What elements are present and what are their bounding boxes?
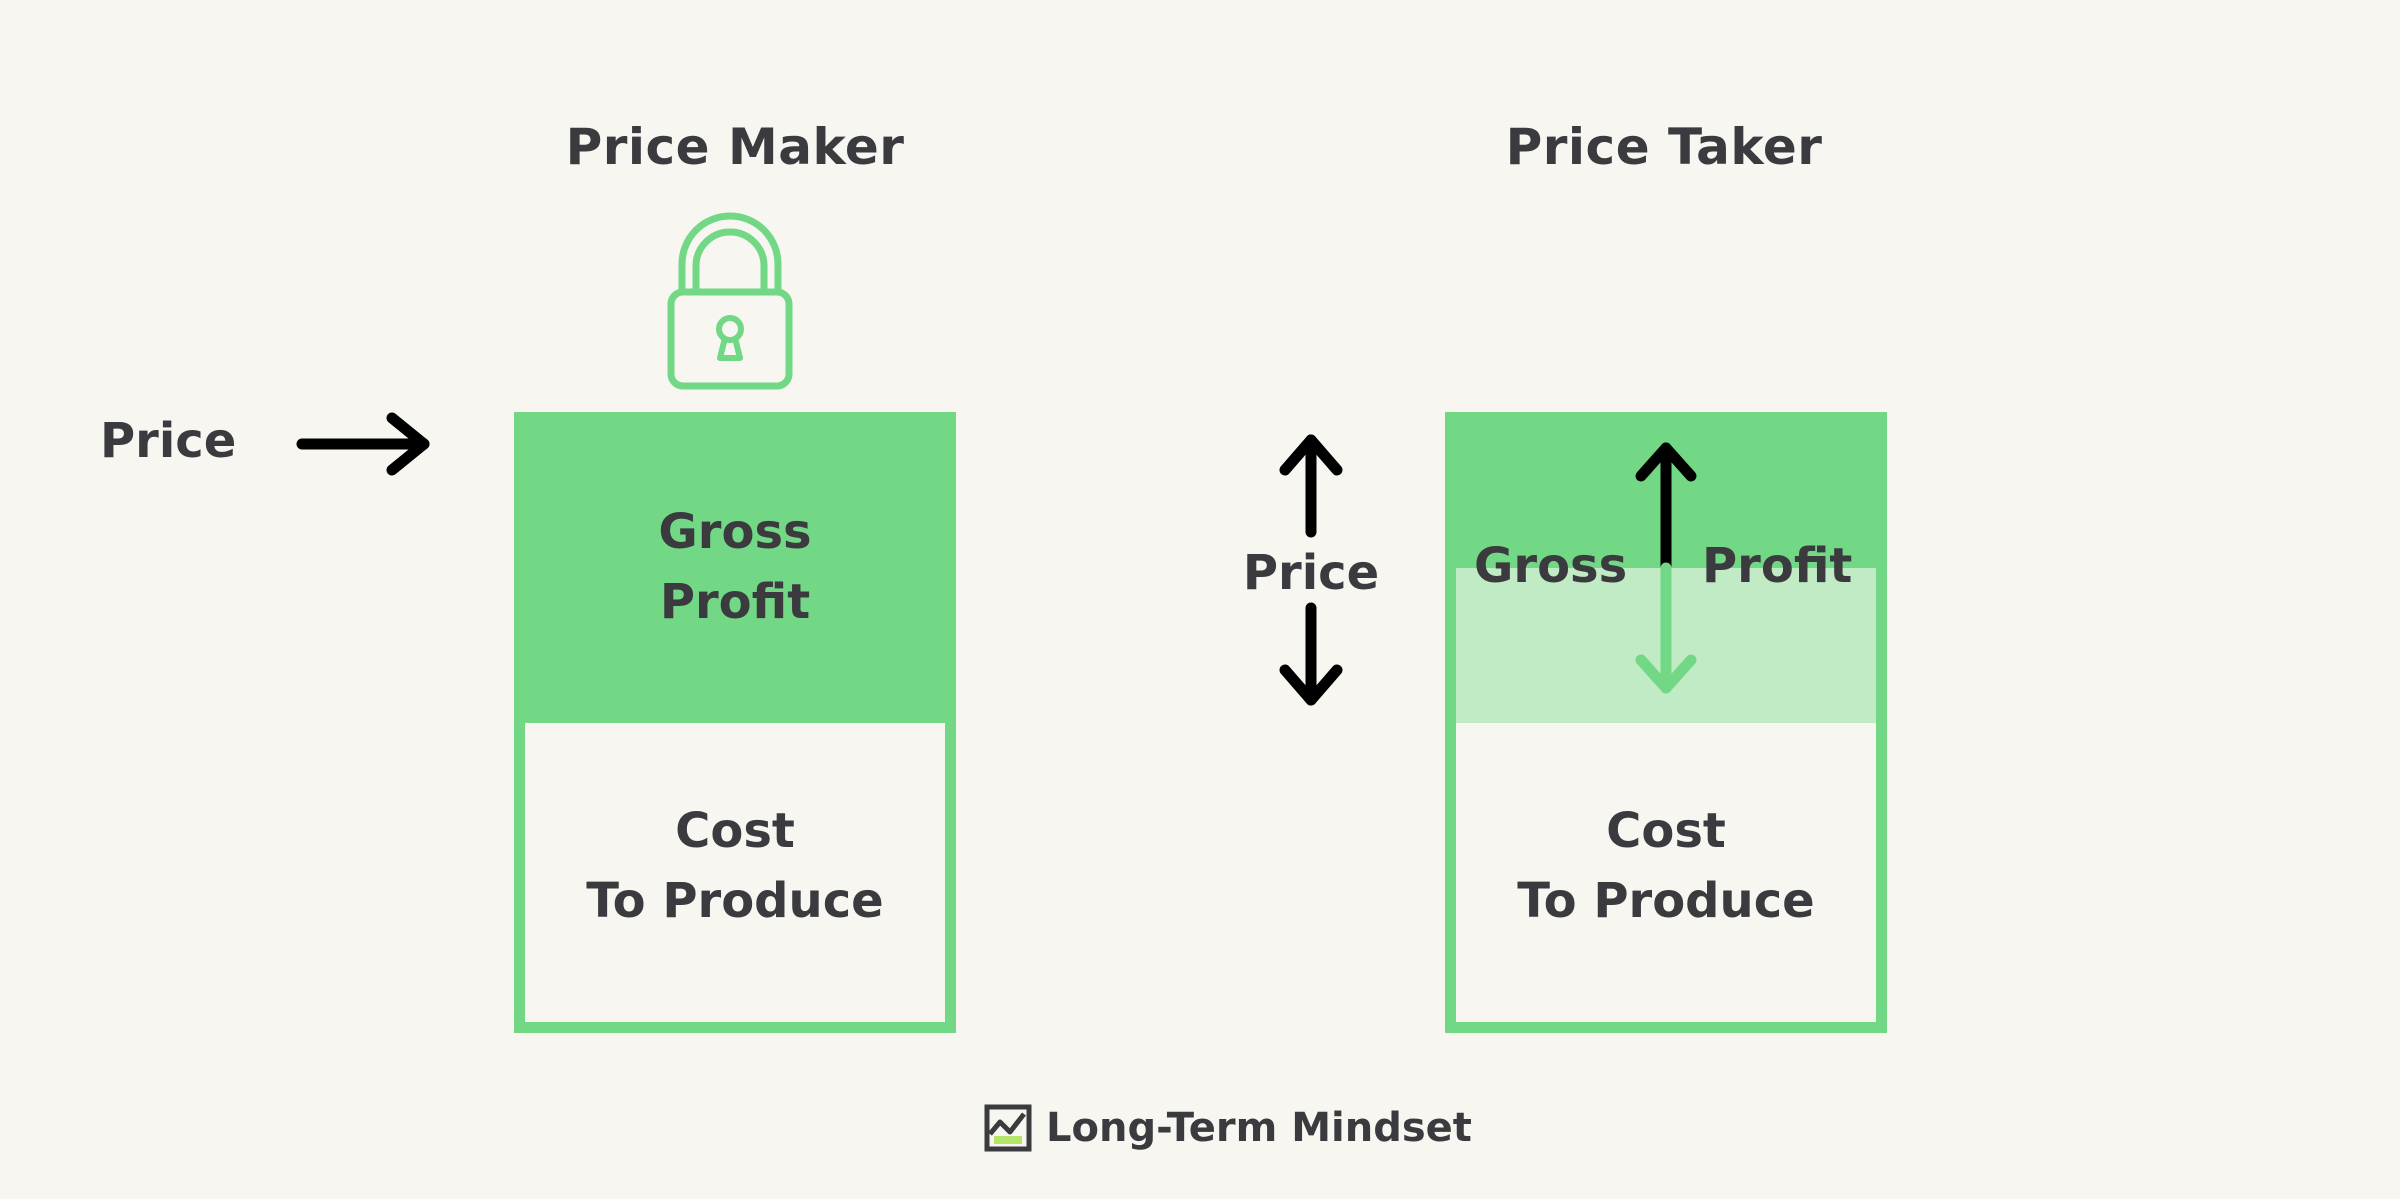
maker-profit-line2: Profit [659, 574, 811, 630]
price-maker-title: Price Maker [565, 118, 905, 176]
down-arrow-icon [1279, 602, 1343, 706]
taker-profit-word2: Profit [1702, 538, 1853, 594]
taker-cost-line1: Cost [1606, 803, 1726, 859]
taker-cost-text: Cost To Produce [1445, 796, 1887, 936]
maker-cost-text: Cost To Produce [514, 796, 956, 936]
taker-price-label: Price [1242, 545, 1380, 601]
maker-gross-profit-block [514, 412, 956, 723]
brand-logo-icon [984, 1104, 1032, 1152]
price-taker-title: Price Taker [1505, 118, 1823, 176]
maker-cost-line2: To Produce [586, 873, 884, 929]
lock-icon [667, 212, 793, 390]
maker-cost-line1: Cost [675, 803, 795, 859]
taker-cost-line2: To Produce [1517, 873, 1815, 929]
brand-name: Long-Term Mindset [1046, 1105, 1472, 1151]
up-arrow-icon [1279, 434, 1343, 538]
right-arrow-icon [296, 412, 430, 476]
maker-gross-profit-text: Gross Profit [514, 497, 956, 637]
taker-profit-arrow-icon [1635, 442, 1697, 694]
taker-profit-word1: Gross [1474, 538, 1628, 594]
maker-profit-line1: Gross [658, 504, 812, 560]
maker-price-label: Price [100, 413, 237, 469]
